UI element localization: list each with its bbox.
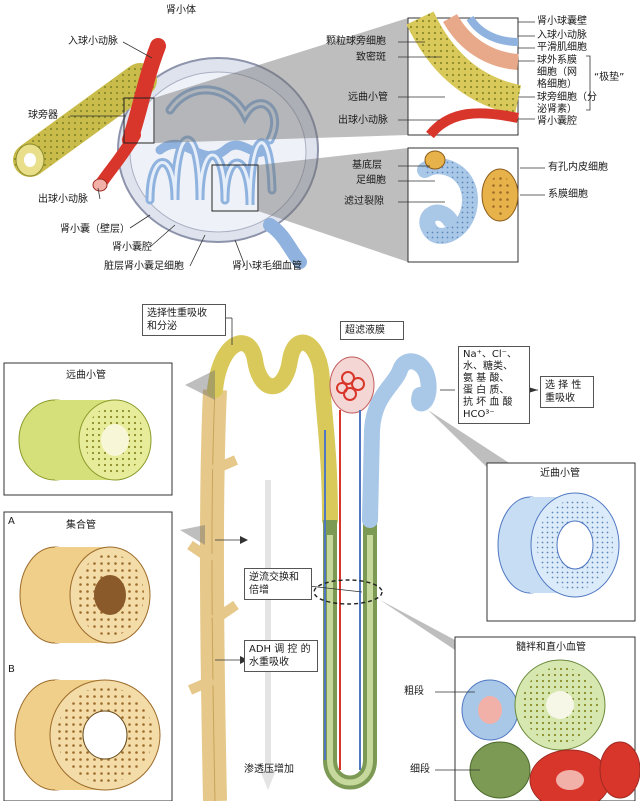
panel-title-collecting: 集合管 — [66, 520, 96, 531]
note-selective-reabsorption: 选 择 性 重吸收 — [540, 376, 594, 408]
panel-title-proximal: 近曲小管 — [540, 468, 580, 479]
label-granular-cells: 颗粒球旁细胞 — [326, 36, 386, 47]
proximal-tubule-panel-art — [486, 462, 636, 622]
label-visceral-podocyte: 脏层肾小囊足细胞 — [104, 261, 184, 272]
nephron-illustration — [187, 334, 437, 801]
label-capsular-space: 肾小囊腔 — [112, 242, 152, 253]
distal-tubule-panel-art — [3, 362, 173, 496]
label-juxtaglomerular-apparatus: 球旁器 — [28, 110, 58, 121]
collecting-duct-panel-art — [3, 511, 173, 801]
label-osmotic-gradient: 渗透压增加 — [244, 764, 294, 775]
loop-of-henle-panel-art — [454, 636, 640, 801]
label-juxtaglomerular-cells: 球旁细胞（分 — [537, 92, 597, 103]
label-extraglomerular-mesangial-2: 细胞（网 — [537, 67, 577, 78]
detail-filtration-illustration — [407, 147, 519, 263]
label-extraglomerular-mesangial: 球外系膜 — [537, 55, 577, 66]
label-mesangial-cell: 系膜细胞 — [548, 189, 588, 200]
label-smooth-muscle: 平滑肌细胞 — [537, 42, 587, 53]
label-distal-tubule-detail: 远曲小管 — [348, 92, 388, 103]
label-glomerular-capillary: 肾小球毛细血管 — [232, 261, 302, 272]
label-capsule-wall: 肾小球囊壁 — [537, 16, 587, 27]
label-macula-densa: 致密斑 — [356, 52, 386, 63]
note-adh: ADH 调 控 的 水重吸收 — [244, 640, 318, 672]
label-efferent-arteriole-detail: 出球小动脉 — [338, 115, 388, 126]
renal-corpuscle-title: 肾小体 — [166, 5, 196, 16]
panel-letter-b: B — [8, 664, 15, 675]
label-thin-segment: 细段 — [410, 764, 430, 775]
note-selective-reabsorption-secretion: 选择性重吸收 和分泌 — [142, 304, 226, 336]
label-filtration-slit: 滤过裂隙 — [344, 196, 384, 207]
label-afferent-arteriole: 入球小动脉 — [68, 36, 118, 47]
note-ultrafiltrate: 超滤液膜 — [340, 321, 404, 340]
panel-title-distal: 远曲小管 — [66, 370, 106, 381]
label-extraglomerular-mesangial-3: 格细胞） — [537, 79, 577, 90]
detail-juxtaglomerular-illustration — [406, 11, 522, 139]
note-ions: Na⁺、Cl⁻、 水、糖类、 氨 基 酸、 蛋 白 质、 抗 坏 血 酸 HCO… — [458, 346, 530, 424]
label-juxtaglomerular-cells-2: 泌肾素） — [537, 104, 577, 115]
label-thick-segment: 粗段 — [404, 686, 424, 697]
label-fenestrated-endothelium: 有孔内皮细胞 — [548, 162, 608, 173]
label-capsular-space-detail: 肾小囊腔 — [537, 116, 577, 127]
label-podocyte: 足细胞 — [356, 175, 386, 186]
label-polar-cushion: “极垫” — [594, 72, 625, 83]
label-afferent-arteriole-detail: 入球小动脉 — [537, 30, 587, 41]
panel-title-loop: 髓袢和直小血管 — [516, 642, 586, 653]
label-basement-membrane: 基底层 — [352, 160, 382, 171]
label-bowman-capsule-parietal: 肾小囊（壁层） — [60, 224, 130, 235]
note-countercurrent: 逆流交换和 倍增 — [244, 568, 312, 600]
panel-letter-a: A — [8, 516, 15, 527]
renal-corpuscle-illustration — [13, 18, 408, 269]
label-efferent-arteriole: 出球小动脉 — [38, 194, 88, 205]
